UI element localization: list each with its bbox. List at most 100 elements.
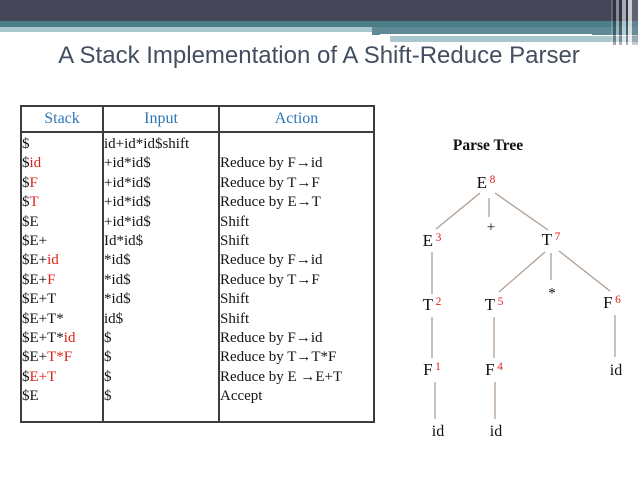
parser-trace-table: Stack Input Action $id+id*id$shift$id+id… xyxy=(20,105,375,423)
input-cell: Id*id$ xyxy=(102,232,219,252)
stripe xyxy=(611,0,613,45)
stack-cell: $E+T* xyxy=(21,310,103,329)
tree-node-label: T xyxy=(422,295,434,314)
action-cell: Reduce by T→T*F xyxy=(218,348,374,368)
table-body: $id+id*id$shift$id+id*id$Reduce by F→id$… xyxy=(21,132,374,422)
tree-edge xyxy=(435,192,481,230)
input-cell: *id$ xyxy=(102,270,219,291)
table-row: $id+id*id$Reduce by F→id xyxy=(21,154,374,174)
tree-node-label: id xyxy=(489,423,503,440)
action-cell xyxy=(218,132,374,155)
action-cell: Shift xyxy=(218,212,374,233)
parse-tree-title: Parse Tree xyxy=(452,137,524,154)
input-cell: +id*id$ xyxy=(102,173,219,194)
stack-symbol: $ xyxy=(22,368,30,385)
stack-symbol: $ xyxy=(22,136,30,152)
banner-teal-band xyxy=(0,21,638,27)
stack-symbol-highlight: F xyxy=(47,271,56,288)
action-cell: Reduce by E→T xyxy=(218,193,374,213)
stack-cell: $E+T xyxy=(21,368,103,387)
table-row: $E+id*id$Shift xyxy=(21,212,374,233)
stripe xyxy=(616,0,619,45)
table-row: $E+T*id$Reduce by F→id xyxy=(21,329,374,349)
col-header-action: Action xyxy=(218,106,374,133)
tree-node-order-superscript: 1 xyxy=(435,360,441,373)
input-cell: $ xyxy=(102,387,219,407)
action-cell: Reduce by T→F xyxy=(218,270,374,291)
stack-cell: $E+ xyxy=(21,232,103,251)
tree-node-id4: id xyxy=(490,423,502,441)
stack-symbol: $ xyxy=(22,194,30,211)
input-cell: $ xyxy=(102,348,219,368)
stack-cell: $E+T xyxy=(21,290,103,309)
tree-node-label: T xyxy=(541,230,553,249)
stripe xyxy=(613,0,616,45)
input-cell: $ xyxy=(102,367,219,388)
input-cell: id$ xyxy=(102,309,219,330)
table-row: $E+T*id$Shift xyxy=(21,309,374,330)
tree-node-label: E xyxy=(422,231,434,250)
stack-symbol-highlight: E+T xyxy=(29,368,57,385)
banner-white-line xyxy=(380,34,592,36)
tree-node-label: F xyxy=(423,360,433,379)
col-header-stack: Stack xyxy=(21,106,103,133)
stack-cell: $E xyxy=(21,213,103,232)
stack-symbol: $E xyxy=(22,213,39,230)
stripe xyxy=(622,0,626,45)
table-row: $E+T*F$Reduce by T→T*F xyxy=(21,348,374,368)
tree-node-order-superscript: 3 xyxy=(435,231,442,244)
stack-cell: $E+T*id xyxy=(21,329,103,348)
stack-cell: $T xyxy=(21,193,103,212)
input-cell: +id*id$ xyxy=(102,154,219,174)
banner-dark-band xyxy=(0,0,638,21)
stack-cell: $ xyxy=(21,132,103,154)
empty-cell xyxy=(218,406,374,422)
input-cell: *id$ xyxy=(102,290,219,310)
stack-symbol: $E+ xyxy=(22,349,48,366)
tree-node-label: * xyxy=(548,285,556,302)
action-cell: Reduce by T→F xyxy=(218,173,374,194)
tree-node-label: E xyxy=(476,173,488,192)
tree-edge xyxy=(494,192,549,231)
stack-cell: $id xyxy=(21,154,103,173)
stack-symbol: $E xyxy=(22,388,39,405)
banner-right-light-block xyxy=(390,36,638,42)
action-cell: Reduce by F→id xyxy=(218,329,374,349)
stack-symbol: $E+T xyxy=(22,291,57,308)
tree-edge xyxy=(558,250,611,292)
action-cell: Reduce by F→id xyxy=(218,154,374,174)
banner-light-band xyxy=(0,27,638,32)
stack-cell: $E+F xyxy=(21,271,103,290)
action-cell: Accept xyxy=(218,387,374,407)
stack-symbol: $E+ xyxy=(22,252,48,269)
table-row: $E+T*id$Shift xyxy=(21,290,374,310)
stack-symbol: $E+ xyxy=(22,233,48,250)
stripe xyxy=(619,0,622,45)
stack-symbol: $E+T* xyxy=(22,310,64,327)
tree-node-order-superscript: 7 xyxy=(554,230,561,243)
table-row: $E $Accept xyxy=(21,387,374,407)
stack-symbol-highlight: id xyxy=(63,330,76,347)
tree-node-order-superscript: 2 xyxy=(435,295,442,308)
stack-symbol: $ xyxy=(22,174,30,191)
input-cell: id+id*id$shift xyxy=(102,132,219,155)
tree-node-star: * xyxy=(548,286,556,303)
table-row: $E+T$Reduce by E →E+T xyxy=(21,367,374,388)
stripe xyxy=(628,0,632,45)
stack-cell: $E+T*F xyxy=(21,348,103,367)
tree-node-order-superscript: 5 xyxy=(497,295,504,308)
stack-cell: $F xyxy=(21,174,103,193)
input-cell: +id*id$ xyxy=(102,193,219,213)
tree-node-id1: id xyxy=(432,423,444,441)
tree-node-plus: + xyxy=(487,220,495,237)
slide-title: A Stack Implementation of A Shift-Reduce… xyxy=(58,42,580,69)
tree-node-order-superscript: 6 xyxy=(615,293,621,306)
